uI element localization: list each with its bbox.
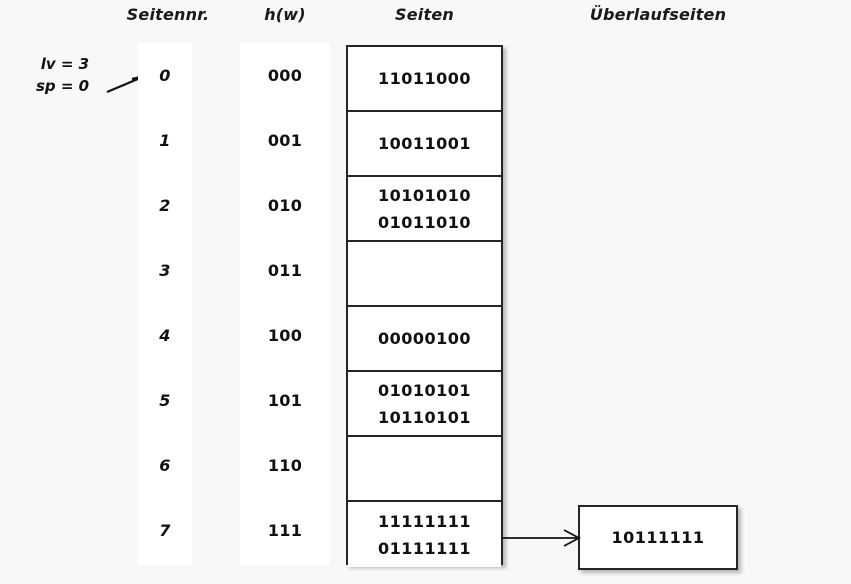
hw-cell: 110 [267,456,303,475]
seitennr-cell: 0 [159,66,171,85]
seitennr-cell: 5 [159,391,171,410]
page-row[interactable]: 11111111 01111111 [348,502,501,567]
lv-sp-annotation: lv = 3 sp = 0 [36,53,89,97]
hw-cell: 000 [267,66,303,85]
hw-cell: 011 [267,261,303,280]
sp-value: sp = 0 [36,77,90,95]
page-record: 10011001 [377,134,472,153]
page-row[interactable] [348,437,501,502]
lv-value: lv = 3 [40,55,90,73]
hw-cell: 001 [267,131,303,150]
column-header-ueberlaufseiten: Überlaufseiten [589,5,727,24]
page-row[interactable]: 00000100 [348,307,501,372]
page-record: 01111111 [377,538,472,558]
page-record: 11111111 [377,511,472,531]
hw-cell: 010 [267,196,303,215]
seitennr-cell: 7 [159,521,171,540]
page-record: 11011000 [377,69,472,88]
pages-table: 11011000 10011001 10101010 01011010 00000100… [346,45,503,567]
hw-cell: 101 [267,391,303,410]
page-row[interactable]: 10011001 [348,112,501,177]
seitennr-cell: 2 [159,196,171,215]
hw-cell: 111 [267,521,303,540]
page-row[interactable]: 11011000 [348,47,501,112]
hw-cell: 100 [267,326,303,345]
column-band-seitennr: 0 1 2 3 4 5 6 7 [138,43,192,565]
seitennr-cell: 1 [159,131,171,150]
column-header-seitennr: Seitennr. [126,5,210,24]
column-band-hw: 000 001 010 011 100 101 110 111 [240,43,330,565]
overflow-record: 10111111 [611,528,705,547]
page-row[interactable]: 01010101 10110101 [348,372,501,437]
page-record: 10110101 [377,407,472,427]
page-record: 01011010 [377,212,472,232]
right-arrow-icon [502,529,581,547]
seitennr-cell: 6 [159,456,171,475]
overflow-page-box[interactable]: 10111111 [578,505,738,570]
seitennr-cell: 4 [159,326,171,345]
column-header-hw: h(w) [264,5,306,24]
seitennr-cell: 3 [159,261,171,280]
column-header-seiten: Seiten [395,5,454,24]
page-record: 10101010 [377,185,472,205]
page-record: 00000100 [377,329,472,348]
page-row[interactable]: 10101010 01011010 [348,177,501,242]
page-row[interactable] [348,242,501,307]
page-record: 01010101 [377,380,472,400]
